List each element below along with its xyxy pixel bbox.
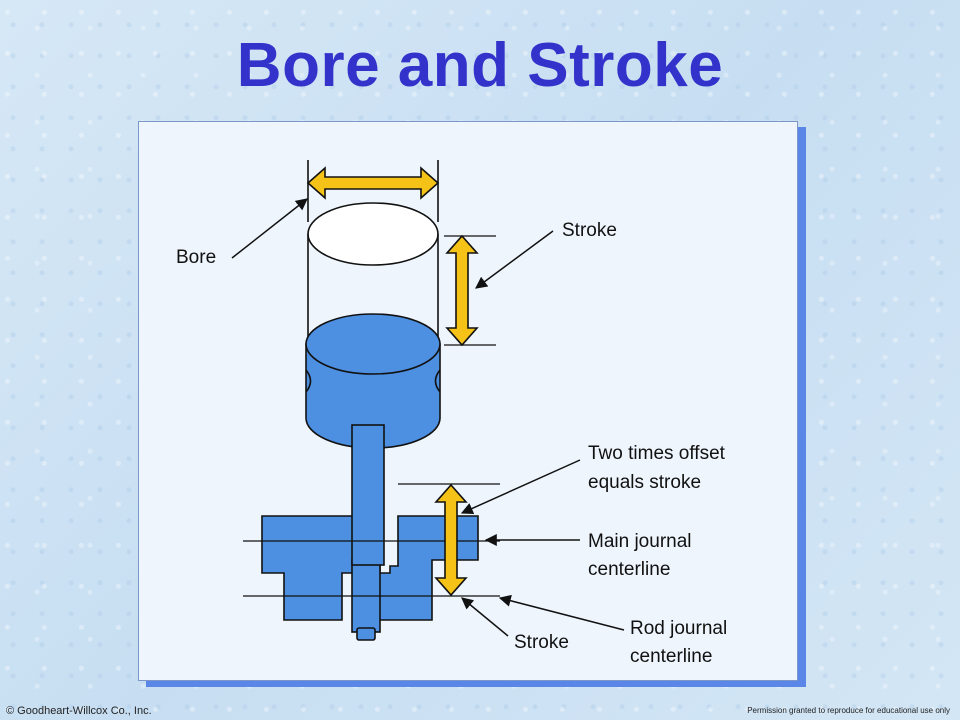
bore-arrow-icon xyxy=(306,166,440,200)
offset-arrow-icon xyxy=(434,483,468,597)
label-rod-journal-line2: centerline xyxy=(630,646,712,667)
connecting-rod xyxy=(351,424,385,566)
label-stroke-bottom: Stroke xyxy=(514,632,569,653)
piston xyxy=(305,313,441,449)
stroke-arrow-icon xyxy=(445,234,479,347)
cylinder xyxy=(307,160,439,342)
label-bore: Bore xyxy=(176,247,216,268)
slide-title: Bore and Stroke xyxy=(236,31,724,100)
copyright-text: © Goodheart-Willcox Co., Inc. xyxy=(6,705,152,717)
diagram-panel xyxy=(138,121,798,681)
label-offset-line2: equals stroke xyxy=(588,472,701,493)
label-offset-line1: Two times offset xyxy=(588,443,726,464)
label-main-journal-line2: centerline xyxy=(588,559,670,580)
label-stroke-top: Stroke xyxy=(562,220,617,241)
permission-text: Permission granted to reproduce for educ… xyxy=(747,706,950,715)
label-rod-journal-line1: Rod journal xyxy=(630,618,727,639)
leader-lines xyxy=(231,198,625,637)
label-main-journal-line1: Main journal xyxy=(588,531,692,552)
